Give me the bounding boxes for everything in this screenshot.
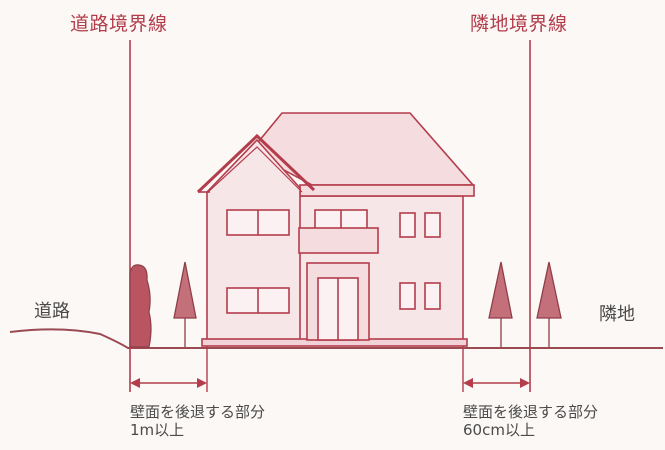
house xyxy=(196,112,475,347)
right-setback-note: 壁面を後退する部分 60cm以上 xyxy=(463,403,598,439)
window-lower-right-a xyxy=(399,282,416,310)
entrance-door xyxy=(317,277,359,341)
window-upper-right-a xyxy=(399,212,416,238)
road-label: 道路 xyxy=(34,301,70,322)
balcony xyxy=(298,227,379,254)
ground-line xyxy=(9,328,663,349)
right-setback-distance: 60cm以上 xyxy=(463,421,535,439)
right-setback-arrow xyxy=(463,378,530,388)
tree-right-1 xyxy=(488,261,513,347)
eave-band xyxy=(299,184,475,197)
tree-right-2 xyxy=(536,261,562,347)
window-upper-left xyxy=(226,209,290,236)
neighbor-label: 隣地 xyxy=(599,304,635,325)
gable-roof xyxy=(196,133,316,194)
window-lower-left xyxy=(226,287,290,314)
window-upper-center xyxy=(314,209,368,231)
left-setback-distance: 1m以上 xyxy=(130,421,185,439)
neighbor-boundary-label: 隣地境界線 xyxy=(470,13,568,35)
tree-left xyxy=(173,261,197,347)
window-lower-right-b xyxy=(424,282,441,310)
road-boundary-label: 道路境界線 xyxy=(70,13,168,35)
left-setback-text: 壁面を後退する部分 xyxy=(130,403,266,421)
window-upper-right-b xyxy=(424,212,441,238)
left-setback-note: 壁面を後退する部分 1m以上 xyxy=(130,403,265,439)
shrub xyxy=(129,264,152,348)
left-setback-arrow xyxy=(130,378,207,388)
right-setback-text: 壁面を後退する部分 xyxy=(463,403,599,421)
